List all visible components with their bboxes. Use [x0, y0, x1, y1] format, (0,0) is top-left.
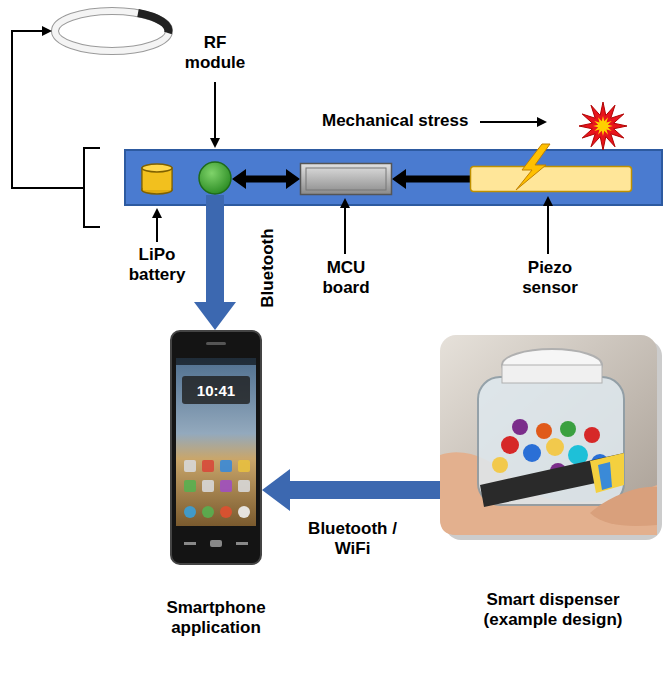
mcu-board	[301, 164, 392, 195]
impact-star	[579, 102, 627, 150]
mcu-node: MCU board	[300, 163, 392, 195]
wristband	[55, 11, 169, 51]
status-bar	[176, 358, 256, 365]
cell-top	[142, 164, 172, 172]
star-outer	[579, 102, 627, 150]
edge-label: Bluetooth / WiFi	[300, 519, 405, 559]
annotation: Mechanical stress	[322, 111, 468, 131]
piezo-strip	[471, 167, 632, 192]
clock-text: 10:41	[182, 381, 250, 401]
sensor-band	[480, 453, 624, 507]
phone-node: Smartphone application	[170, 330, 262, 565]
clock-widget	[182, 376, 250, 404]
jar-label-stripe	[598, 462, 612, 490]
device-strip	[125, 150, 662, 205]
phone-body	[171, 331, 261, 564]
leader-arrow	[344, 200, 346, 254]
leader-arrow	[156, 210, 158, 242]
phone-screen	[176, 358, 256, 526]
jar-lid-side	[502, 365, 602, 383]
signal-arrow	[232, 169, 300, 189]
part-label: MCU board	[310, 258, 382, 298]
signal-arrow	[392, 169, 470, 189]
phone-buttons	[184, 540, 248, 547]
star-inner	[593, 116, 613, 136]
part-label: Piezo sensor	[512, 258, 588, 298]
disp-node: Smart dispenser (example design)	[440, 335, 662, 540]
jar-label	[590, 453, 624, 493]
piezo-node: Piezo sensor	[470, 166, 632, 192]
thumb	[590, 487, 657, 526]
phone-picture	[170, 330, 262, 565]
rf-circle	[199, 162, 231, 194]
mcu-inner	[306, 168, 386, 190]
app-icons	[184, 460, 250, 518]
phone-speaker	[206, 342, 226, 345]
lightning-bolt	[516, 144, 550, 190]
part-label: Smart dispenser (example design)	[463, 590, 643, 630]
wireless-arrow	[194, 195, 236, 330]
leader-arrow	[547, 198, 549, 254]
part-label: Smartphone application	[146, 598, 286, 638]
circle-node: RF module	[198, 161, 232, 195]
photo-frame	[440, 335, 657, 535]
battery-symbol	[140, 163, 174, 195]
bracket	[84, 148, 100, 227]
part-label: LiPo battery	[121, 245, 193, 285]
rf-symbol	[198, 161, 232, 195]
dispenser-photo	[440, 335, 662, 540]
leader-arrow	[214, 82, 216, 146]
leader-arrow	[480, 121, 545, 123]
part-label: RF module	[180, 33, 250, 73]
mcu-symbol	[300, 163, 392, 195]
battery-node: LiPo battery	[140, 163, 174, 195]
leader-arrow	[12, 31, 84, 188]
piezo-symbol	[470, 166, 632, 192]
edge-label: Bluetooth	[258, 228, 278, 307]
wireless-arrow	[262, 469, 440, 511]
